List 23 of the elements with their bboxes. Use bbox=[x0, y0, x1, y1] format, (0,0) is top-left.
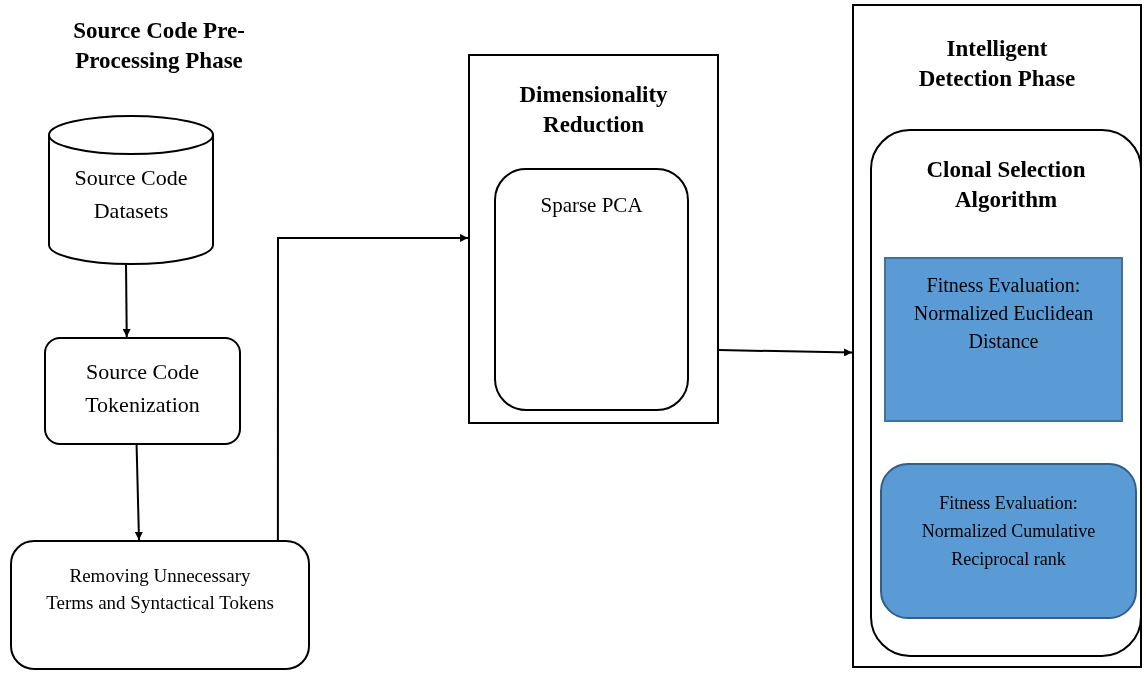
node-text: Dimensionality Reduction bbox=[518, 81, 669, 139]
phase-heading: Source Code Pre-Processing Phase bbox=[72, 17, 246, 75]
node-text: Source Code Tokenization bbox=[84, 358, 201, 419]
method-box bbox=[494, 168, 689, 411]
arrow bbox=[276, 233, 469, 541]
node-text: Intelligent Detection Phase bbox=[917, 35, 1077, 93]
evaluation-box bbox=[884, 257, 1123, 422]
node-text: Fitness Evaluation: Normalized Cumulative Reciprocal rank bbox=[920, 492, 1097, 571]
arrow bbox=[134, 444, 143, 541]
node-text: Fitness Evaluation: Normalized Euclidean Distance bbox=[912, 273, 1095, 354]
process-box bbox=[10, 540, 310, 670]
phase-box bbox=[852, 4, 1142, 668]
arrow bbox=[122, 264, 131, 338]
evaluation-box bbox=[880, 463, 1137, 619]
node-text: Sparse PCA bbox=[539, 192, 644, 219]
process-box bbox=[44, 337, 241, 445]
algorithm-box bbox=[870, 129, 1142, 657]
node-text: Removing Unnecessary Terms and Syntactical Tokens bbox=[45, 564, 275, 615]
node-text: Clonal Selection Algorithm bbox=[925, 156, 1087, 214]
database-cylinder bbox=[48, 115, 214, 265]
node-text: Source Code Datasets bbox=[73, 164, 189, 225]
phase-box bbox=[468, 54, 719, 424]
arrow bbox=[718, 348, 853, 357]
